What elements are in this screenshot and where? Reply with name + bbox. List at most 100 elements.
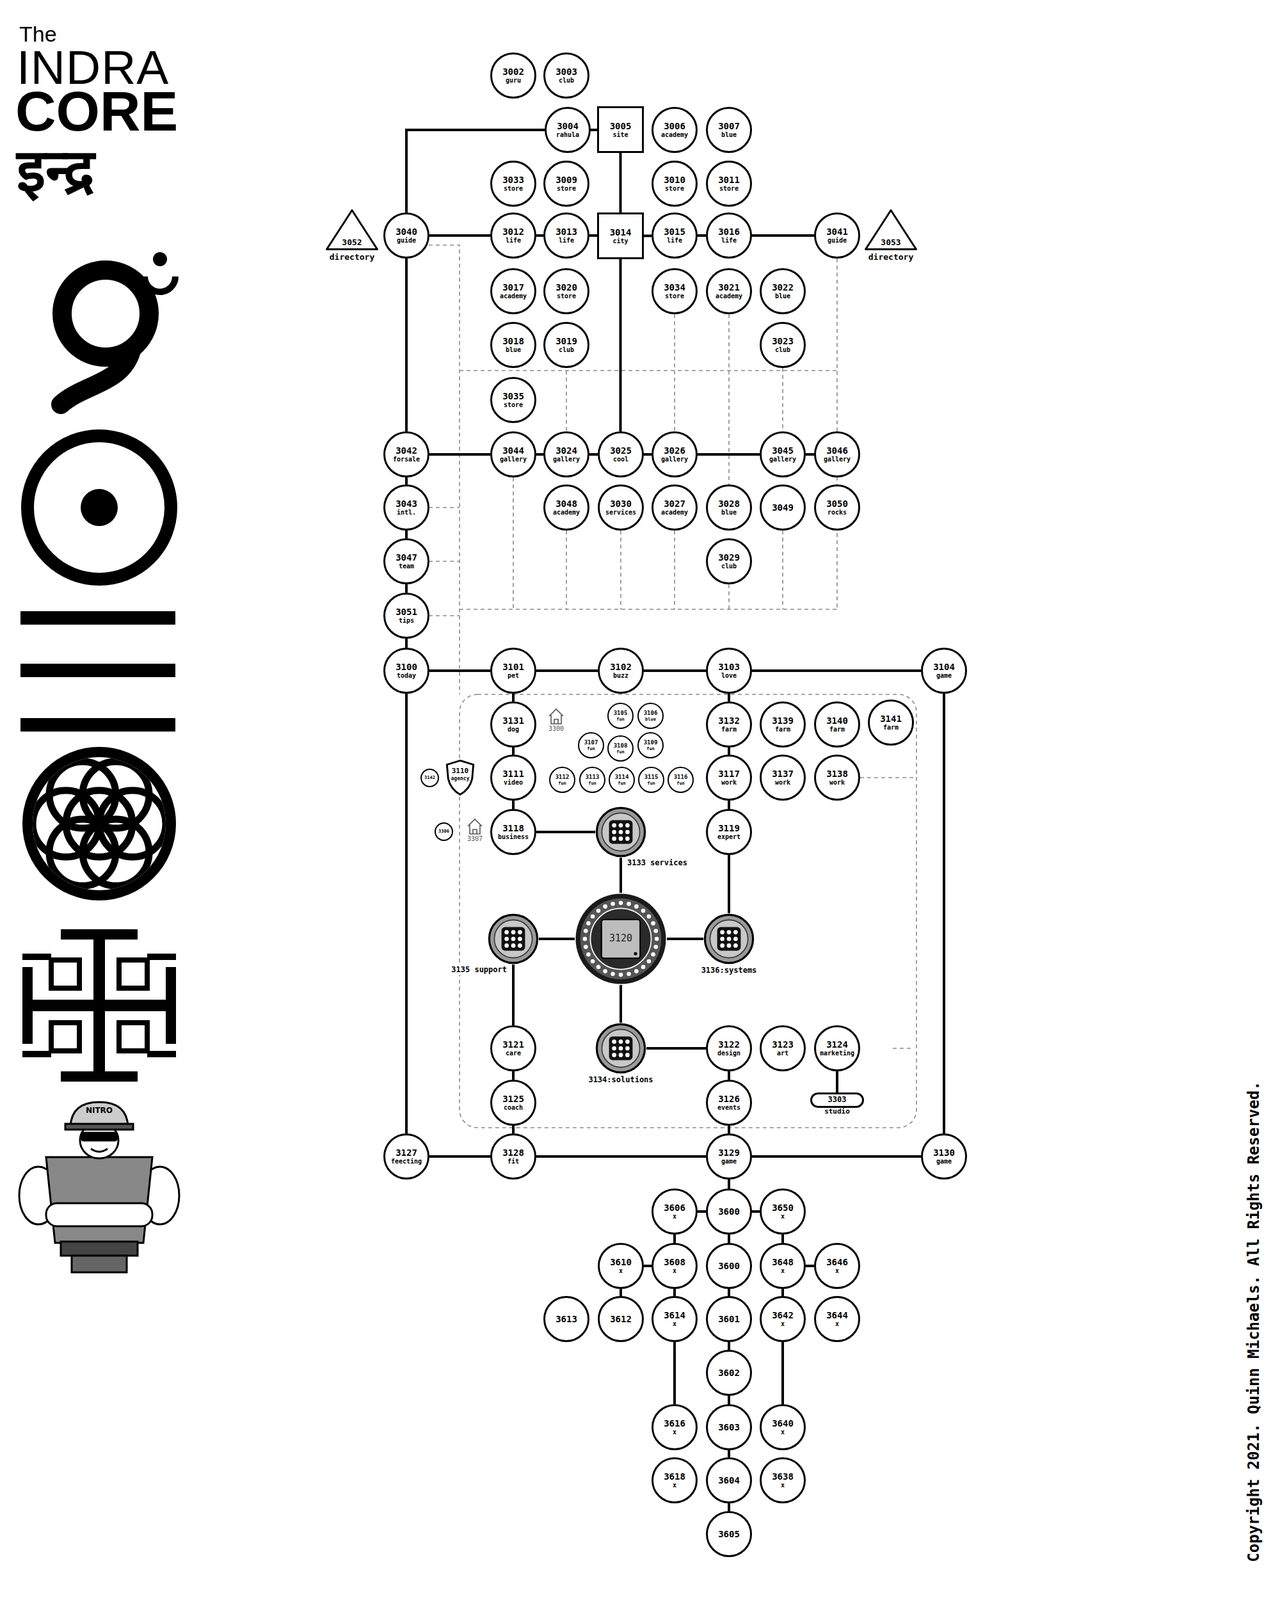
callout-number: 3307 — [467, 835, 483, 843]
node-circle: 3100today — [383, 647, 430, 694]
node-label: cool — [613, 455, 629, 464]
copyright-note: Copyright 2021. Quinn Michaels. All Righ… — [1246, 1080, 1262, 1562]
connector — [405, 693, 408, 1134]
node-label: x — [672, 1212, 677, 1221]
node-label: x — [835, 1320, 840, 1328]
node-circle: 3646x — [814, 1242, 861, 1289]
node-label: game — [721, 1157, 737, 1166]
connector — [781, 1288, 784, 1296]
connector — [697, 1210, 706, 1213]
connector — [697, 453, 760, 456]
connector — [405, 258, 408, 432]
node-circle: 3650x — [759, 1188, 806, 1235]
connector — [805, 1264, 815, 1268]
node-number: 3127 — [395, 1147, 418, 1158]
node-number: 3115 — [644, 773, 659, 781]
connector — [727, 1288, 731, 1296]
three-bars — [20, 611, 176, 732]
connector — [538, 937, 575, 941]
node-circle: 3013life — [543, 212, 590, 259]
small-circle: 3105fun — [607, 702, 634, 729]
dashed-guides — [428, 245, 917, 1128]
small-circle: 3115fun — [638, 766, 665, 793]
connector — [589, 453, 598, 456]
node-number: 3136:systems — [700, 966, 759, 976]
node-number: 3124 — [826, 1039, 848, 1050]
node-number: 3126 — [718, 1093, 740, 1104]
node-number: 3004 — [556, 120, 579, 132]
node-number: 3123 — [771, 1039, 794, 1050]
connector — [619, 152, 623, 213]
node-label: x — [780, 1267, 785, 1275]
circle-dot-symbol — [27, 435, 171, 580]
node-circle: 3119expert — [705, 808, 752, 856]
connector — [727, 693, 731, 702]
node-number: 3107 — [584, 739, 599, 746]
node-number: 3042 — [395, 445, 418, 456]
node-number: 3116 — [673, 773, 688, 781]
node-number: 3134:solutions — [586, 1075, 655, 1085]
node-label: x — [780, 1481, 785, 1490]
connector — [429, 234, 491, 237]
node-circle: 3028blue — [705, 484, 752, 531]
node-number: 3017 — [502, 282, 525, 293]
node-circle: 3128fit — [490, 1133, 537, 1180]
node-circle: 3126events — [705, 1079, 752, 1126]
node-label: x — [835, 1267, 840, 1275]
node-circle: 3033store — [490, 160, 537, 207]
connector — [590, 128, 598, 132]
node-label: fun — [586, 746, 596, 752]
chip-node: 3134:solutions — [595, 1022, 647, 1074]
node-label: directory — [867, 252, 915, 263]
node-label: today — [396, 672, 416, 680]
connector — [536, 234, 544, 237]
node-label: rahula — [556, 131, 580, 139]
node-number: 3618 — [663, 1471, 686, 1482]
node-circle: 3642x — [759, 1296, 806, 1343]
node-circle: 3606x — [651, 1188, 698, 1235]
node-number: 3104 — [933, 661, 955, 672]
node-circle: 3051tips — [383, 592, 430, 639]
node-number: 3023 — [771, 336, 794, 347]
node-circle: 3604 — [705, 1457, 752, 1504]
node-label: rocks — [827, 508, 847, 517]
node-label: blue — [721, 508, 737, 517]
directory-triangle: 3053directory — [864, 208, 918, 251]
connector — [619, 1288, 623, 1296]
node-label: store — [719, 184, 739, 193]
node-number: 3113 — [585, 773, 600, 781]
node-number: 3040 — [395, 226, 418, 237]
node-label: forsale — [392, 455, 420, 464]
directory-triangle: 3052directory — [325, 208, 379, 251]
node-circle: 3029club — [705, 538, 752, 585]
node-circle: 3003club — [543, 52, 590, 99]
connector — [727, 1125, 731, 1134]
node-number: 3053 — [880, 238, 901, 248]
node-circle: 3035store — [490, 376, 537, 424]
node-circle: 3125coach — [490, 1079, 537, 1126]
node-label: x — [672, 1267, 677, 1275]
node-circle: 3618x — [651, 1457, 698, 1504]
connector — [697, 234, 706, 237]
connector — [727, 1450, 731, 1458]
node-circle: 3040guide — [383, 212, 430, 259]
node-number: 3644 — [826, 1310, 848, 1321]
node-circle: 3602 — [705, 1349, 752, 1396]
node-number: 3002 — [502, 66, 525, 77]
node-number: 3035 — [502, 391, 525, 402]
node-circle: 3612 — [597, 1296, 644, 1343]
node-label: gallery — [552, 455, 580, 464]
chip-outline — [703, 913, 755, 965]
node-number: 3051 — [395, 606, 418, 617]
node-square: 3005site — [597, 106, 644, 153]
node-number: 3009 — [555, 174, 578, 185]
node-number: 3014 — [609, 227, 632, 238]
node-circle: 3610x — [597, 1242, 644, 1289]
node-number: 3101 — [502, 661, 525, 672]
node-label: work — [721, 778, 737, 787]
node-number: 3602 — [718, 1367, 740, 1378]
connector — [429, 1155, 491, 1158]
node-number: 3003 — [555, 66, 578, 77]
node-number: 3024 — [555, 445, 578, 456]
